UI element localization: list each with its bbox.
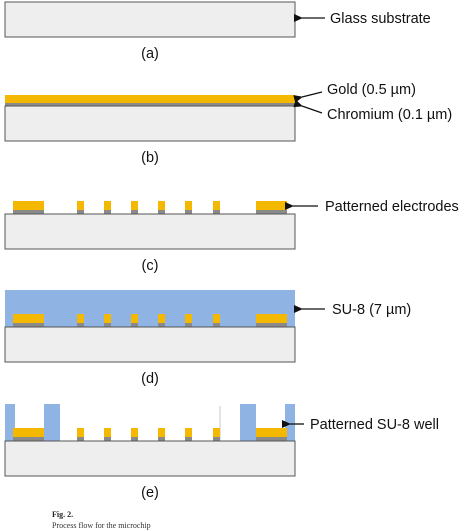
su8-wall-left-inner [44, 404, 60, 441]
step-label-d: (d) [141, 371, 159, 387]
electrode-chromium-4 [131, 210, 138, 214]
electrode-gold-3 [104, 201, 111, 210]
electrode-chromium-3 [104, 210, 111, 214]
electrode-gold-8 [256, 314, 287, 323]
electrode-gold-3 [104, 314, 111, 323]
gold-layer [5, 95, 295, 103]
electrode-chromium-8 [256, 210, 287, 214]
chromium-layer [5, 103, 295, 106]
arrow-chromium [293, 99, 323, 114]
electrode-chromium-8 [256, 323, 287, 327]
electrode-chromium-2 [77, 323, 84, 327]
electrode-gold-1 [13, 314, 44, 323]
electrode-chromium-1 [13, 210, 44, 214]
patterned-electrodes [13, 314, 287, 327]
electrode-chromium-7 [213, 210, 220, 214]
electrode-chromium-4 [131, 437, 138, 441]
step-label-c: (c) [142, 258, 159, 274]
su8-wall-left [5, 404, 15, 441]
electrode-chromium-2 [77, 437, 84, 441]
electrode-gold-1 [13, 428, 44, 437]
su8-wall-right-inner [240, 404, 256, 441]
electrode-gold-8 [256, 201, 287, 210]
glass-substrate [4, 1, 296, 38]
step-label-a: (a) [141, 46, 159, 62]
glass-substrate [4, 105, 296, 142]
electrode-gold-4 [131, 428, 138, 437]
figure-title: Fig. 2. [52, 510, 74, 519]
electrode-gold-5 [158, 428, 165, 437]
label-patterned-electrodes: Patterned electrodes [325, 199, 459, 215]
electrode-gold-7 [213, 314, 220, 323]
electrode-chromium-5 [158, 210, 165, 214]
electrode-chromium-6 [185, 323, 192, 327]
step-label-b: (b) [141, 150, 159, 166]
glass-substrate [4, 326, 296, 363]
electrode-chromium-6 [185, 210, 192, 214]
electrode-gold-6 [185, 314, 192, 323]
electrode-gold-4 [131, 201, 138, 210]
electrode-gold-6 [185, 428, 192, 437]
glass-substrate [4, 213, 296, 250]
electrode-gold-6 [185, 201, 192, 210]
glass-substrate [4, 440, 296, 477]
panel-a: Glass substrate (a) [4, 1, 431, 62]
label-gold: Gold (0.5 µm) [327, 82, 416, 98]
electrode-chromium-1 [13, 437, 44, 441]
electrode-chromium-4 [131, 323, 138, 327]
label-chromium: Chromium (0.1 µm) [327, 107, 452, 123]
electrode-gold-2 [77, 314, 84, 323]
electrode-chromium-2 [77, 210, 84, 214]
step-label-e: (e) [141, 485, 159, 501]
electrode-gold-7 [213, 201, 220, 210]
electrode-chromium-6 [185, 437, 192, 441]
label-su8-well: Patterned SU-8 well [310, 417, 439, 433]
panel-b: Gold (0.5 µm) Chromium (0.1 µm) (b) [4, 82, 452, 166]
panel-c: Patterned electrodes (c) [4, 199, 459, 274]
arrow-gold [293, 91, 323, 103]
electrode-gold-1 [13, 201, 44, 210]
electrode-gold-8 [256, 428, 287, 437]
panel-d: SU-8 (7 µm) (d) [4, 290, 411, 387]
electrode-chromium-5 [158, 437, 165, 441]
label-glass-substrate: Glass substrate [330, 11, 431, 27]
electrode-gold-5 [158, 314, 165, 323]
electrode-gold-7 [213, 428, 220, 437]
electrode-gold-2 [77, 428, 84, 437]
panel-e: Patterned SU-8 well (e) [4, 404, 439, 501]
electrode-chromium-7 [213, 323, 220, 327]
electrode-gold-2 [77, 201, 84, 210]
electrode-chromium-8 [256, 437, 287, 441]
electrode-chromium-7 [213, 437, 220, 441]
patterned-electrodes [13, 428, 287, 441]
electrode-gold-3 [104, 428, 111, 437]
electrode-chromium-5 [158, 323, 165, 327]
su8-layer [5, 290, 295, 327]
electrode-gold-4 [131, 314, 138, 323]
electrode-chromium-1 [13, 323, 44, 327]
electrode-chromium-3 [104, 323, 111, 327]
patterned-electrodes [13, 201, 287, 214]
electrode-gold-5 [158, 201, 165, 210]
figure-caption: Process flow for the microchip [52, 521, 151, 530]
label-su8: SU-8 (7 µm) [332, 302, 411, 318]
electrode-chromium-3 [104, 437, 111, 441]
